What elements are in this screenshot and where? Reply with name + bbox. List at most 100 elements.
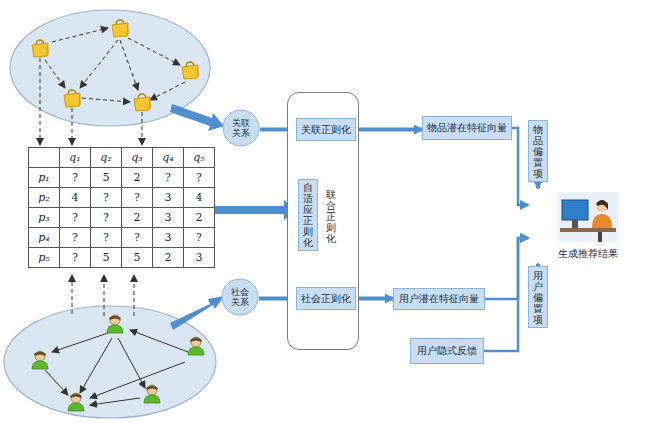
item-icons xyxy=(32,20,199,111)
matrix-value: ? xyxy=(72,251,78,264)
node-label: 生成推荐结果 xyxy=(558,248,618,260)
matrix-cell: 2 xyxy=(122,168,153,188)
matrix-cell: ? xyxy=(60,228,91,248)
matrix-header-text: q₃ xyxy=(131,151,142,164)
matrix-cell: 4 xyxy=(60,188,91,208)
node-label: 自适应正则化 xyxy=(303,182,313,248)
user-links xyxy=(45,330,188,405)
matrix-cell: 5 xyxy=(91,248,122,268)
matrix-header: q₅ xyxy=(184,148,215,168)
matrix-header-text: q₄ xyxy=(162,151,173,164)
item-links xyxy=(45,28,185,102)
flow-connector xyxy=(512,128,528,205)
matrix-cell: 2 xyxy=(122,208,153,228)
matrix-header: q₄ xyxy=(153,148,184,168)
result-node: 生成推荐结果 xyxy=(528,188,632,264)
node-label: 关联关系 xyxy=(232,118,250,139)
matrix-value: 2 xyxy=(196,211,203,224)
matrix-cell: 5 xyxy=(122,248,153,268)
matrix-cell: ? xyxy=(91,188,122,208)
relation-circle: 社会关系 xyxy=(221,278,259,316)
flow-connector xyxy=(536,182,540,188)
matrix-header: p₂ xyxy=(29,188,60,208)
matrix-value: ? xyxy=(196,171,202,184)
matrix-header-text: q₂ xyxy=(100,151,111,164)
matrix-cell: 3 xyxy=(153,228,184,248)
matrix-row: p₁? 5 2?? xyxy=(29,168,215,188)
user-at-computer-icon xyxy=(558,192,618,242)
flow-connector xyxy=(356,128,422,132)
matrix-value: 2 xyxy=(134,211,141,224)
matrix-header-text: p₅ xyxy=(38,251,49,264)
node-label: 物品潜在特征向量 xyxy=(427,122,507,134)
matrix-cell: ? xyxy=(60,168,91,188)
matrix-header-text: p₃ xyxy=(38,211,49,224)
matrix-row: p₅?5523 xyxy=(29,248,215,268)
node-label: 物品偏置项 xyxy=(533,124,543,179)
matrix-value: 3 xyxy=(196,251,203,264)
node-label: 关联正则化 xyxy=(301,124,351,136)
matrix-cell: ? xyxy=(184,168,215,188)
matrix-value: 4 xyxy=(196,191,203,204)
matrix-value: 5 xyxy=(103,251,110,264)
matrix-cell: 3 xyxy=(184,248,215,268)
matrix-cell: 4 xyxy=(184,188,215,208)
matrix-header: p₄ xyxy=(29,228,60,248)
matrix-row: q₁ q₂ q₃ q₄ q₅ xyxy=(29,148,215,168)
relation-circle: 关联关系 xyxy=(222,109,260,147)
flow-connector xyxy=(356,297,393,301)
matrix-header-text: p₄ xyxy=(38,231,49,244)
node-label: 用户偏置项 xyxy=(533,270,543,325)
process-box: 关联正则化 xyxy=(296,118,356,141)
process-box: 社会正则化 xyxy=(296,287,356,310)
node-label: 社会正则化 xyxy=(301,293,351,305)
matrix-value: 3 xyxy=(165,191,172,204)
matrix-cell: ? xyxy=(60,208,91,228)
matrix-value: ? xyxy=(103,211,109,224)
matrix-value: ? xyxy=(165,171,171,184)
matrix-value: 2 xyxy=(134,171,141,184)
matrix-value: ? xyxy=(72,231,78,244)
rating-matrix: q₁q₂q₃q₄q₅p₁?52??p₂4??34p₃??232p₄???3?p₅… xyxy=(28,147,215,268)
process-box: 物品潜在特征向量 xyxy=(422,116,512,140)
vertical-box: 自适应正则化 xyxy=(298,179,318,251)
matrix-value: ? xyxy=(103,191,109,204)
node-label: 用户隐式反馈 xyxy=(417,345,477,357)
matrix-value: ? xyxy=(72,211,78,224)
matrix-header-text: p₁ xyxy=(38,171,49,184)
matrix-value: ? xyxy=(72,171,78,184)
process-box: 用户隐式反馈 xyxy=(410,338,484,364)
user-icons xyxy=(32,315,204,411)
matrix-value: ? xyxy=(134,231,140,244)
vertical-box: 物品偏置项 xyxy=(528,120,548,182)
flow-connector xyxy=(484,238,528,351)
group-panel: 联合正则化关联正则化自适应正则化社会正则化 xyxy=(287,92,359,350)
matrix-value: 4 xyxy=(72,191,79,204)
matrix-row: p₄??? 3? xyxy=(29,228,215,248)
matrix-value: 5 xyxy=(134,251,141,264)
matrix-header: q₃ xyxy=(122,148,153,168)
matrix-cell: 2 xyxy=(153,248,184,268)
node-label: 用户潜在特征向量 xyxy=(399,293,479,305)
matrix-cell: 3 xyxy=(153,188,184,208)
matrix-header: q₁ xyxy=(60,148,91,168)
matrix-value: ? xyxy=(196,231,202,244)
matrix-value: 3 xyxy=(165,231,172,244)
matrix-cell: ? xyxy=(153,168,184,188)
matrix-row: p₂ 4?? 3 4 xyxy=(29,188,215,208)
vertical-box: 用户偏置项 xyxy=(528,266,548,328)
node-label: 社会关系 xyxy=(231,287,249,308)
matrix-value: ? xyxy=(103,231,109,244)
matrix-header xyxy=(29,148,60,168)
matrix-value: ? xyxy=(134,191,140,204)
matrix-value: 5 xyxy=(103,171,110,184)
matrix-header-text: p₂ xyxy=(38,191,49,204)
matrix-cell: ? xyxy=(91,208,122,228)
matrix-cell: ? xyxy=(122,228,153,248)
matrix-cell: 2 xyxy=(184,208,215,228)
matrix-row: p₃?? 2 3 2 xyxy=(29,208,215,228)
matrix-cell: ? xyxy=(60,248,91,268)
matrix-value: 3 xyxy=(165,211,172,224)
matrix-cell: ? xyxy=(91,228,122,248)
flow-connector xyxy=(485,238,528,299)
